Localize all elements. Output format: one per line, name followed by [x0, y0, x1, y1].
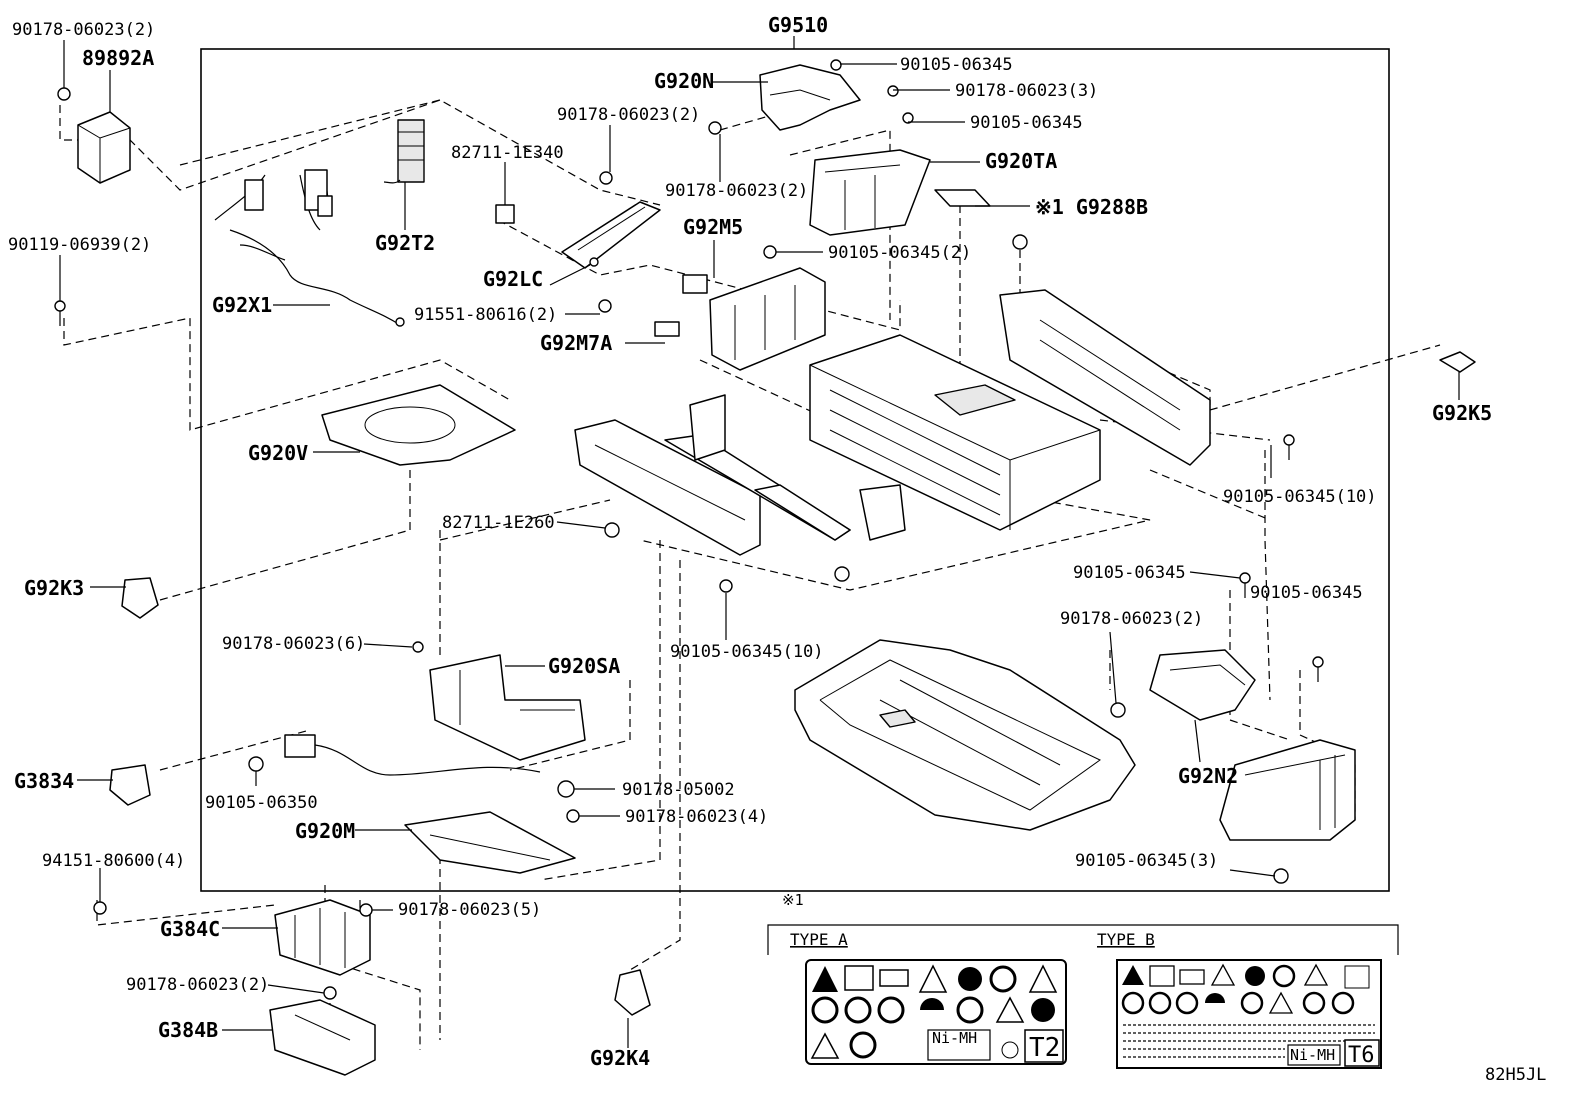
legend-section: ※1 TYPE A TYPE B Ni-MH T [767, 891, 1399, 1069]
label-90105-06345-d: 90105-06345 [1250, 583, 1363, 603]
label-90178-06023-2-mid: 90178-06023(2) [557, 105, 700, 125]
bracket-g920sa-drawing[interactable] [412, 641, 586, 761]
type-b-label: Ni-MH T6 [1116, 959, 1382, 1069]
label-g920ta: G920TA [985, 149, 1057, 173]
label-g9288b: ※1 G9288B [1035, 195, 1148, 219]
cover-g92n2-drawing[interactable] [1110, 649, 1256, 721]
label-g920m: G920M [295, 819, 355, 843]
bracket-g92k3-drawing[interactable] [121, 577, 159, 619]
assembly-label-g9510: G9510 [768, 13, 828, 37]
label-90178-06023-3: 90178-06023(3) [955, 81, 1098, 101]
label-g92k3: G92K3 [24, 576, 84, 600]
type-b-badge: T6 [1348, 1043, 1375, 1068]
tray-g920v-drawing[interactable] [321, 384, 516, 466]
label-94151-80600-4: 94151-80600(4) [42, 851, 185, 871]
label-90105-06345-10-m: 90105-06345(10) [670, 642, 824, 662]
type-b-chem: Ni-MH [1290, 1046, 1335, 1064]
label-g9288b-drawing[interactable] [934, 189, 991, 207]
diagram-code: 82H5JL [1485, 1065, 1546, 1085]
bracket-g92k5-drawing[interactable] [1439, 351, 1476, 373]
label-g92k5: G92K5 [1432, 401, 1492, 425]
plate-g920m-drawing[interactable] [404, 809, 580, 874]
legend-type-b: TYPE B [1097, 930, 1155, 949]
label-90178-06023-4: 90178-06023(4) [625, 807, 768, 827]
type-a-label: Ni-MH T2 [805, 959, 1067, 1065]
type-a-badge: T2 [1029, 1033, 1060, 1063]
leader-lines [59, 40, 1460, 1048]
note-marker: ※1 [782, 891, 804, 909]
label-g92x1: G92X1 [212, 293, 272, 317]
bracket-g92lc-drawing[interactable] [561, 201, 661, 269]
label-90105-06345-3: 90105-06345(3) [1075, 851, 1218, 871]
label-90105-06345-a: 90105-06345 [900, 55, 1013, 75]
label-89892a: 89892A [82, 46, 154, 70]
label-90105-06350: 90105-06350 [205, 793, 318, 813]
label-g92m7a: G92M7A [540, 331, 612, 355]
bracket-g92k4-drawing[interactable] [614, 969, 651, 1016]
label-g384c: G384C [160, 917, 220, 941]
label-g920sa: G920SA [548, 654, 620, 678]
battery-tray-drawing[interactable] [794, 639, 1136, 831]
fuse-box-g384c-drawing[interactable] [93, 899, 373, 976]
label-g92n2: G92N2 [1178, 764, 1238, 788]
assembly-guides [59, 99, 1441, 1050]
label-g92m5: G92M5 [683, 215, 743, 239]
label-90178-06023-2-mid2: 90178-06023(2) [665, 181, 808, 201]
label-g384b: G384B [158, 1018, 218, 1042]
fuse-box-g384b-drawing[interactable] [269, 986, 376, 1076]
label-g3834: G3834 [14, 769, 74, 793]
label-g920v: G920V [248, 441, 308, 465]
right-duct-drawing[interactable] [1219, 739, 1356, 884]
assembly-frame [200, 48, 1390, 892]
right-plate-drawing[interactable] [999, 234, 1211, 466]
cover-g920n-drawing[interactable] [708, 59, 914, 135]
parts-g92m5-g92m7a-drawing[interactable] [598, 274, 708, 337]
label-g92t2: G92T2 [375, 231, 435, 255]
label-90178-06023-6: 90178-06023(6) [222, 634, 365, 654]
label-82711-1e260: 82711-1E260 [442, 513, 555, 533]
legend-type-a: TYPE A [790, 930, 848, 949]
label-90178-06023-2-r: 90178-06023(2) [1060, 609, 1203, 629]
label-90178-06023-2-b: 90178-06023(2) [126, 975, 269, 995]
ecu-89892a-drawing[interactable] [57, 87, 131, 184]
label-g92k4: G92K4 [590, 1046, 650, 1070]
label-90178-05002: 90178-05002 [622, 780, 735, 800]
label-90178-06023-2-tl: 90178-06023(2) [12, 20, 155, 40]
label-g92lc: G92LC [483, 267, 543, 291]
label-90105-06345-2: 90105-06345(2) [828, 243, 971, 263]
label-90119-06939-2: 90119-06939(2) [8, 235, 151, 255]
battery-stack-drawing[interactable] [809, 334, 1101, 531]
label-82711-1e340: 82711-1E340 [451, 143, 564, 163]
part-labels: G9510 90178-06023(2) 89892A 90119-06939(… [8, 13, 1546, 1085]
label-91551-80616-2: 91551-80616(2) [414, 305, 557, 325]
label-90105-06345-b: 90105-06345 [970, 113, 1083, 133]
cable-g3834-drawing[interactable] [109, 734, 575, 806]
label-90105-06345-10-r: 90105-06345(10) [1223, 487, 1377, 507]
label-90105-06345-c: 90105-06345 [1073, 563, 1186, 583]
lower-frame-drawing[interactable] [574, 394, 906, 593]
bolts-right-drawing[interactable] [54, 300, 1324, 682]
duct-g920ta-drawing[interactable] [763, 149, 931, 259]
label-g920n: G920N [654, 69, 714, 93]
wire-harness-g92x1-drawing[interactable] [214, 169, 405, 327]
side-plate-drawing[interactable] [709, 267, 826, 371]
type-a-chem: Ni-MH [932, 1029, 977, 1047]
label-90178-06023-5: 90178-06023(5) [398, 900, 541, 920]
clip-82711-1e340-drawing[interactable] [495, 171, 613, 224]
connector-g92t2-drawing[interactable] [383, 119, 425, 184]
